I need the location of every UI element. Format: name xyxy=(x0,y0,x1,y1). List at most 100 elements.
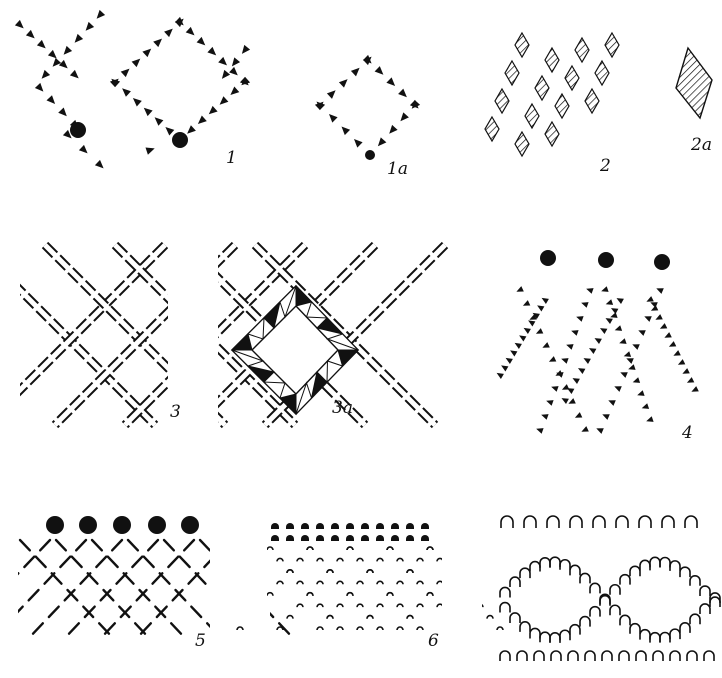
arc-stamp-small xyxy=(397,604,403,607)
triangle-mark xyxy=(581,302,588,308)
triangle-mark xyxy=(656,288,664,294)
dash-segment xyxy=(60,557,70,567)
arch-stamp xyxy=(602,651,612,661)
dash-segment xyxy=(144,557,154,567)
arc-stamp xyxy=(421,535,429,541)
triangle-mark xyxy=(546,400,553,406)
dash-segment xyxy=(132,557,142,567)
arch-stamp xyxy=(630,624,640,634)
arc-stamp-small xyxy=(377,627,383,630)
triangle-mark xyxy=(75,34,84,43)
dot-mark xyxy=(181,516,199,534)
arch-stamp xyxy=(570,625,580,635)
arc-stamp xyxy=(271,535,279,541)
dash-segment xyxy=(40,540,50,550)
hatched-rhombus xyxy=(515,132,529,156)
triangle-mark xyxy=(519,335,526,341)
triangle-mark xyxy=(619,338,626,344)
dash-segment xyxy=(200,540,210,550)
pattern-2-hatched-rhombus-rows xyxy=(485,33,619,156)
triangle-mark xyxy=(132,59,141,68)
arc-stamp-small xyxy=(317,558,323,561)
dash-segment xyxy=(96,557,106,567)
dot-mark xyxy=(79,516,97,534)
triangle-mark xyxy=(589,348,596,354)
triangle-mark xyxy=(615,325,622,331)
triangle-mark xyxy=(567,388,574,394)
dash-segment xyxy=(180,557,190,567)
label-pattern-6: 6 xyxy=(428,633,439,650)
triangle-mark xyxy=(596,428,604,434)
dash-segment xyxy=(153,573,163,583)
triangle-mark xyxy=(610,312,617,318)
arc-stamp xyxy=(406,523,414,529)
triangle-mark xyxy=(59,60,68,69)
hatched-rhombus xyxy=(495,89,509,113)
triangle-mark xyxy=(218,57,227,66)
triangle-mark xyxy=(608,400,616,406)
triangle-mark xyxy=(35,83,44,92)
triangle-mark xyxy=(678,359,685,365)
dash-segment xyxy=(112,540,122,550)
arc-stamp xyxy=(421,523,429,529)
triangle-mark xyxy=(389,125,397,134)
pattern-7-arch-stamp-wave-band xyxy=(500,516,720,661)
hatched-rhombus xyxy=(525,104,539,128)
arch-stamp xyxy=(517,651,527,661)
arc-stamp-small xyxy=(347,593,353,596)
hatched-rhombus xyxy=(555,94,569,118)
arc-stamp xyxy=(391,535,399,541)
arc-stamp-small xyxy=(307,547,313,550)
dash-segment xyxy=(76,540,86,550)
triangle-mark xyxy=(617,298,624,304)
triangle-mark xyxy=(386,77,395,86)
lattice-mask-left xyxy=(245,545,267,645)
arch-stamp xyxy=(500,587,510,597)
arc-stamp xyxy=(301,523,309,529)
arch-stamp xyxy=(670,561,680,571)
triangle-mark xyxy=(79,145,88,154)
hatched-rhombus xyxy=(575,38,589,62)
frame-triangle xyxy=(232,334,252,350)
triangle-mark xyxy=(155,117,164,126)
arch-stamp xyxy=(580,573,590,583)
dot-mark xyxy=(365,150,375,160)
triangle-mark xyxy=(165,127,174,136)
dash-segment xyxy=(81,573,91,583)
arc-stamp-small xyxy=(287,570,293,573)
dash-segment xyxy=(279,623,289,633)
triangle-mark xyxy=(601,286,608,292)
triangle-mark xyxy=(58,108,67,117)
arch-stamp xyxy=(620,575,630,585)
label-pattern-3: 3 xyxy=(170,404,181,421)
triangle-mark xyxy=(398,89,407,98)
dash-segment xyxy=(24,557,34,567)
arch-stamp xyxy=(600,596,610,606)
arch-stamp xyxy=(540,558,550,568)
arc-stamp-small xyxy=(327,616,333,619)
lattice-mask-right xyxy=(442,545,482,645)
triangle-mark xyxy=(581,426,588,432)
arch-stamp xyxy=(510,613,520,623)
arc-stamp xyxy=(361,535,369,541)
triangle-mark xyxy=(232,57,240,66)
triangle-mark xyxy=(133,98,142,107)
triangle-mark xyxy=(638,330,646,336)
dash-segment xyxy=(117,573,127,583)
triangle-mark xyxy=(626,358,634,364)
triangle-mark xyxy=(578,368,585,374)
triangle-mark xyxy=(646,416,653,422)
arch-stamp xyxy=(547,516,559,528)
triangle-mark xyxy=(566,344,573,350)
triangle-mark xyxy=(327,90,336,99)
arc-stamp-small xyxy=(407,570,413,573)
triangle-mark xyxy=(97,10,106,19)
arc-stamp xyxy=(331,523,339,529)
dash-segment xyxy=(45,573,55,583)
hatched-rhombus xyxy=(595,61,609,85)
triangle-mark xyxy=(329,114,338,123)
triangle-mark xyxy=(628,364,635,370)
arc-stamp-small xyxy=(367,570,373,573)
triangle-mark xyxy=(561,358,568,364)
triangle-mark xyxy=(528,320,535,326)
